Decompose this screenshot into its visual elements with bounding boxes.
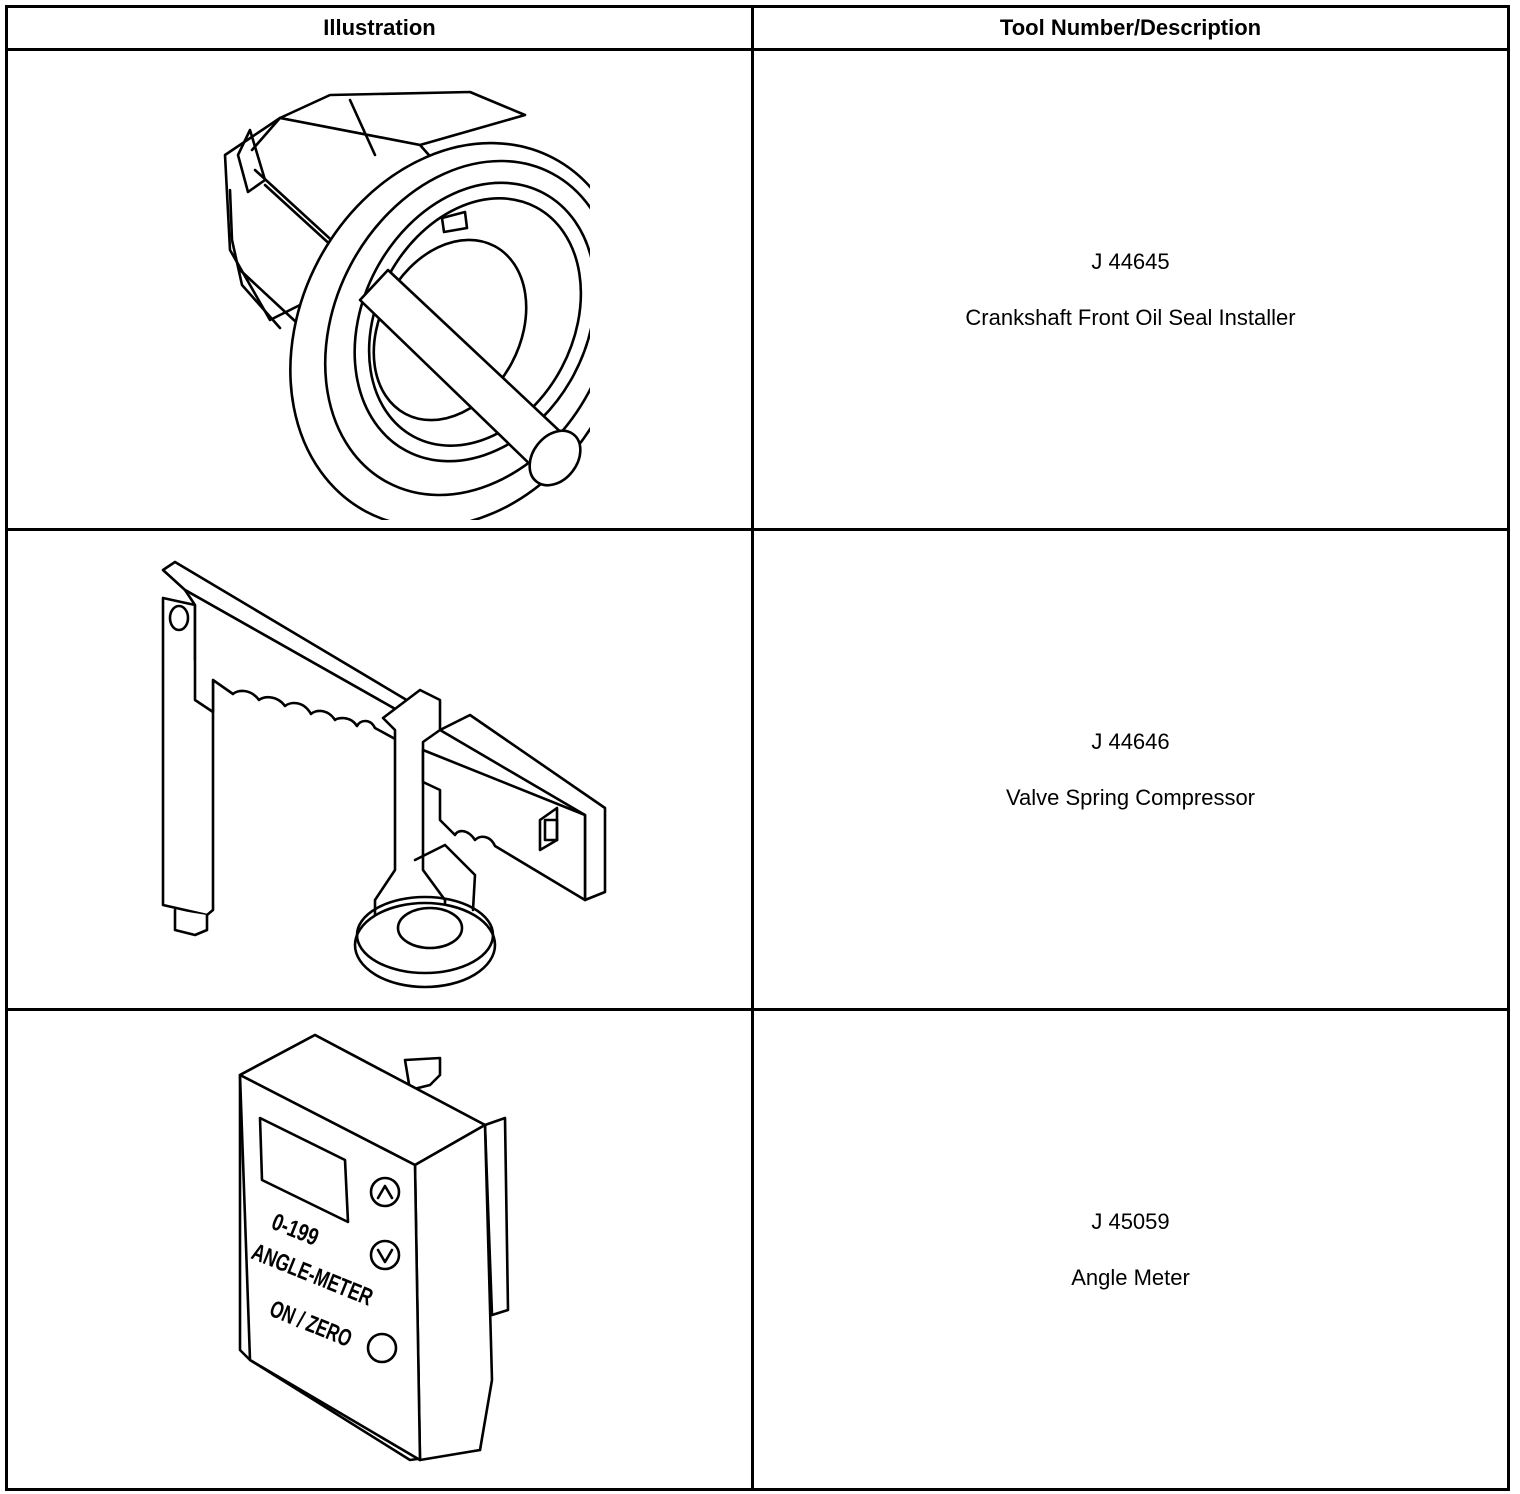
illustration-cell [5,528,754,1011]
tool-cell: J 44645 Crankshaft Front Oil Seal Instal… [751,48,1510,531]
tool-description: Angle Meter [1071,1264,1190,1290]
tool-number: J 44646 [1091,728,1170,754]
angle-meter-icon: 0-199 ANGLE-METER ON / ZERO [238,1033,509,1461]
tool-description: Crankshaft Front Oil Seal Installer [965,304,1296,330]
tool-cell: J 45059 Angle Meter [751,1008,1510,1491]
tool-number: J 45059 [1091,1208,1170,1234]
header-row: Illustration Tool Number/Description [5,5,1510,51]
table-row: J 44645 Crankshaft Front Oil Seal Instal… [5,48,1510,531]
tool-number: J 44645 [1091,248,1170,274]
table-row: 0-199 ANGLE-METER ON / ZERO J 45059 Angl… [5,1008,1510,1491]
illustration-cell: 0-199 ANGLE-METER ON / ZERO [5,1008,754,1491]
oil-seal-installer-icon [223,90,590,520]
tool-description-header: Tool Number/Description [751,5,1510,51]
tool-table: Illustration Tool Number/Description [5,5,1510,1491]
valve-spring-compressor-icon [161,560,606,988]
tool-cell: J 44646 Valve Spring Compressor [751,528,1510,1011]
table-row: J 44646 Valve Spring Compressor [5,528,1510,1011]
tool-description: Valve Spring Compressor [1005,784,1256,810]
illustration-header: Illustration [5,5,754,51]
illustration-cell [5,48,754,531]
